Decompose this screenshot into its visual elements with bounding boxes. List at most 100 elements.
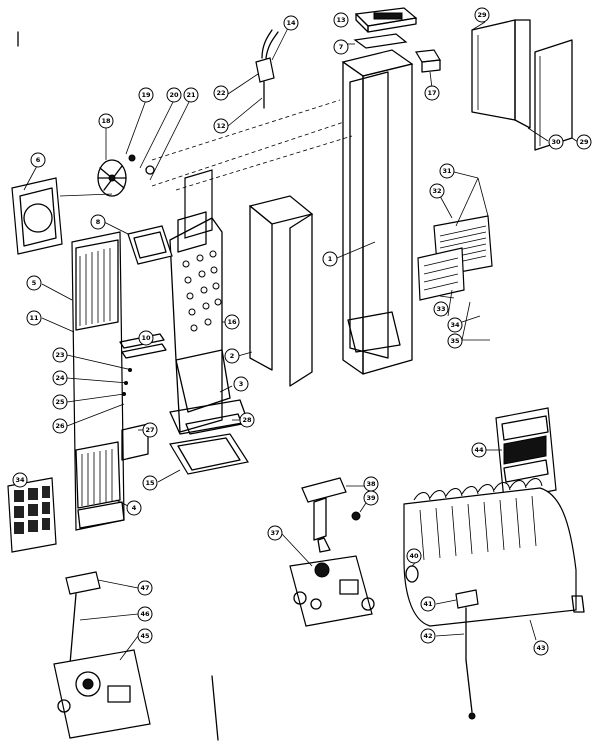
callout-32: 32 bbox=[429, 183, 445, 199]
callout-label: 35 bbox=[450, 337, 460, 345]
callout-label: 3 bbox=[239, 380, 244, 388]
callout-label: 19 bbox=[141, 91, 151, 99]
callout-37: 37 bbox=[267, 525, 283, 541]
base-plate bbox=[157, 433, 249, 483]
callout-4: 4 bbox=[126, 500, 142, 516]
callout-45: 45 bbox=[137, 628, 153, 644]
callout-label: 45 bbox=[140, 632, 150, 640]
callout-label: 47 bbox=[140, 584, 149, 592]
callout-label: 4 bbox=[132, 504, 137, 512]
callout-47: 47 bbox=[137, 580, 153, 596]
side-panel-assembly bbox=[471, 19, 579, 151]
callout-11: 11 bbox=[26, 310, 42, 326]
callout-34-left: 34 bbox=[12, 472, 28, 488]
callout-28: 28 bbox=[239, 412, 255, 428]
callout-1: 1 bbox=[322, 251, 338, 267]
callout-43: 43 bbox=[533, 640, 549, 656]
callout-label: 31 bbox=[442, 167, 452, 175]
callout-label: 25 bbox=[55, 398, 65, 406]
callout-5: 5 bbox=[26, 275, 42, 291]
callout-46: 46 bbox=[137, 606, 153, 622]
pilot-assembly bbox=[301, 477, 369, 553]
callout-label: 33 bbox=[436, 305, 445, 313]
callout-25: 25 bbox=[52, 394, 68, 410]
callout-22: 22 bbox=[213, 85, 229, 101]
callout-label: 38 bbox=[366, 480, 376, 488]
callout-label: 43 bbox=[536, 644, 545, 652]
callout-7: 7 bbox=[333, 39, 349, 55]
callout-38: 38 bbox=[363, 476, 379, 492]
callout-13: 13 bbox=[333, 12, 349, 28]
callout-label: 26 bbox=[55, 422, 65, 430]
gas-valve-left bbox=[53, 571, 151, 739]
callout-label: 34 bbox=[15, 476, 25, 484]
callout-12: 12 bbox=[213, 118, 229, 134]
fan-blades bbox=[97, 159, 127, 197]
callout-20: 20 bbox=[166, 87, 182, 103]
callout-label: 23 bbox=[55, 351, 64, 359]
callout-label: 11 bbox=[29, 314, 39, 322]
callout-label: 10 bbox=[141, 334, 151, 342]
callout-label: 7 bbox=[339, 43, 344, 51]
callout-label: 8 bbox=[96, 218, 101, 226]
callout-24: 24 bbox=[52, 370, 68, 386]
callout-26: 26 bbox=[52, 418, 68, 434]
callout-31: 31 bbox=[439, 163, 455, 179]
callout-label: 20 bbox=[169, 91, 179, 99]
callout-label: 29 bbox=[579, 138, 589, 146]
front-cabinet-panels bbox=[41, 231, 129, 531]
callout-label: 1 bbox=[328, 255, 333, 263]
inlet-shroud bbox=[103, 221, 173, 265]
callout-label: 5 bbox=[32, 279, 37, 287]
callout-label: 34 bbox=[450, 321, 460, 329]
grille-left bbox=[7, 477, 57, 553]
thermocouple bbox=[435, 589, 479, 720]
callout-30: 30 bbox=[548, 134, 564, 150]
blower-assembly bbox=[11, 99, 353, 255]
callout-label: 41 bbox=[423, 600, 433, 608]
callout-label: 42 bbox=[423, 632, 432, 640]
callout-label: 14 bbox=[286, 19, 296, 27]
connector-line bbox=[211, 675, 219, 741]
callout-label: 2 bbox=[230, 352, 235, 360]
chimney-hood bbox=[336, 49, 414, 375]
callout-8: 8 bbox=[90, 214, 106, 230]
callout-15: 15 bbox=[142, 475, 158, 491]
thermal-switch bbox=[227, 27, 289, 127]
heat-exchanger bbox=[169, 169, 249, 435]
callout-label: 15 bbox=[145, 479, 155, 487]
callout-40: 40 bbox=[406, 548, 422, 564]
callout-21: 21 bbox=[183, 87, 199, 103]
callout-34-right: 34 bbox=[447, 317, 463, 333]
callout-10: 10 bbox=[138, 330, 154, 346]
callout-label: 29 bbox=[477, 11, 487, 19]
callout-label: 18 bbox=[101, 117, 111, 125]
callout-23: 23 bbox=[52, 347, 68, 363]
callout-3: 3 bbox=[233, 376, 249, 392]
callout-label: 32 bbox=[432, 187, 441, 195]
callout-29-bottom: 29 bbox=[576, 134, 592, 150]
callout-label: 6 bbox=[36, 156, 41, 164]
callout-label: 24 bbox=[55, 374, 65, 382]
callout-label: 46 bbox=[140, 610, 150, 618]
callout-18: 18 bbox=[98, 113, 114, 129]
callout-label: 30 bbox=[551, 138, 561, 146]
louver-grilles bbox=[417, 171, 493, 341]
callout-label: 40 bbox=[409, 552, 419, 560]
callout-2: 2 bbox=[224, 348, 240, 364]
callout-17: 17 bbox=[424, 85, 440, 101]
callout-label: 13 bbox=[336, 16, 345, 24]
callout-label: 12 bbox=[216, 122, 225, 130]
callout-41: 41 bbox=[420, 596, 436, 612]
callout-label: 27 bbox=[145, 426, 154, 434]
callout-14: 14 bbox=[283, 15, 299, 31]
callout-label: 37 bbox=[270, 529, 279, 537]
callout-35: 35 bbox=[447, 333, 463, 349]
callout-label: 16 bbox=[227, 318, 237, 326]
callout-label: 21 bbox=[186, 91, 196, 99]
callout-33: 33 bbox=[433, 301, 449, 317]
callout-label: 44 bbox=[474, 446, 484, 454]
callout-39: 39 bbox=[363, 490, 379, 506]
